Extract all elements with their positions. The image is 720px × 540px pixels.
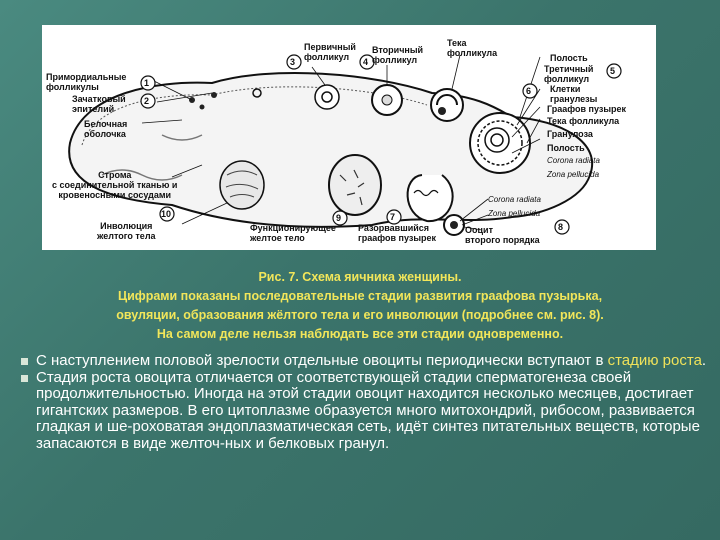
bullet-marker xyxy=(21,374,28,382)
label-involution: Инволюция желтого тела xyxy=(97,221,156,241)
stage-number-7: 7 xyxy=(390,212,396,222)
caption-line-3: овуляции, образования жёлтого тела и его… xyxy=(116,308,604,322)
label-theca-right: Тека фолликула xyxy=(547,116,620,126)
growth-stage-highlight: стадию роста xyxy=(607,352,702,369)
figure-caption: Рис. 7. Схема яичника женщины. Цифрами п… xyxy=(20,268,700,344)
label-stroma: Строма с соединительной тканью и кровено… xyxy=(52,170,178,200)
label-germinal: Зачатковый эпителий xyxy=(72,94,126,114)
label-cavity-2: Полость xyxy=(547,143,585,153)
caption-line-2: Цифрами показаны последовательные стадии… xyxy=(117,289,603,303)
slide-body: С наступлением половой зрелости отдельны… xyxy=(20,352,710,453)
stage-number-3: 3 xyxy=(290,57,296,67)
stage-number-5: 5 xyxy=(610,66,616,76)
label-corona-radiata-2: Corona radiata xyxy=(488,195,541,204)
paragraph-1-end: . xyxy=(701,352,707,369)
label-zona-pellucida-1: Zona pellucida xyxy=(547,170,600,179)
label-primary-follicle: Первичный фолликул xyxy=(304,42,356,62)
stage-number-1: 1 xyxy=(144,78,150,88)
caption-title: Рис. 7. Схема яичника женщины. xyxy=(258,270,462,284)
label-primordial: Примордиальные фолликулы xyxy=(46,72,127,92)
stage-number-2: 2 xyxy=(144,96,150,106)
paragraph-1-text: С наступлением половой зрелости отдельны… xyxy=(36,352,608,369)
label-granulosa: Гранулоза xyxy=(547,129,593,139)
bullet-marker xyxy=(21,358,28,365)
stage-number-4: 4 xyxy=(363,57,369,67)
caption-line-4: На самом деле нельзя наблюдать все эти с… xyxy=(156,327,564,341)
label-functioning: Функционирующее желтое тело xyxy=(250,223,336,243)
label-cavity: Полость xyxy=(550,53,588,63)
label-tertiary-follicle: Третичный фолликул xyxy=(544,64,594,84)
label-secondary-follicle: Вторичный фолликул xyxy=(372,45,424,65)
stage-number-9: 9 xyxy=(336,213,342,223)
paragraph-2-text: Стадия роста овоцита отличается от соотв… xyxy=(36,368,700,452)
label-granulosa-cells: Клетки гранулезы xyxy=(550,84,598,104)
paragraph-2: Стадия роста овоцита отличается от соотв… xyxy=(20,368,710,453)
ovary-drawing xyxy=(68,54,622,236)
label-oocyte-second-order: Ооцит второго порядка xyxy=(465,225,540,245)
paragraph-1: С наступлением половой зрелости отдельны… xyxy=(20,352,710,370)
ovary-diagram: 1 2 3 4 5 6 7 8 9 10 Примордиальные фолл… xyxy=(42,25,656,250)
label-ruptured: Разорвавшийся граафов пузырек xyxy=(358,223,437,243)
label-theca-top: Тека фолликула xyxy=(447,38,498,58)
stage-number-8: 8 xyxy=(558,222,564,232)
label-tunica: Белочная оболочка xyxy=(84,119,128,139)
stage-number-10: 10 xyxy=(161,209,172,219)
label-zona-pellucida-2: Zona pellucida xyxy=(488,209,541,218)
stage-number-6: 6 xyxy=(526,86,532,96)
label-corona-radiata-1: Corona radiata xyxy=(547,156,600,165)
label-graafian-follicle: Граафов пузырек xyxy=(547,104,627,114)
